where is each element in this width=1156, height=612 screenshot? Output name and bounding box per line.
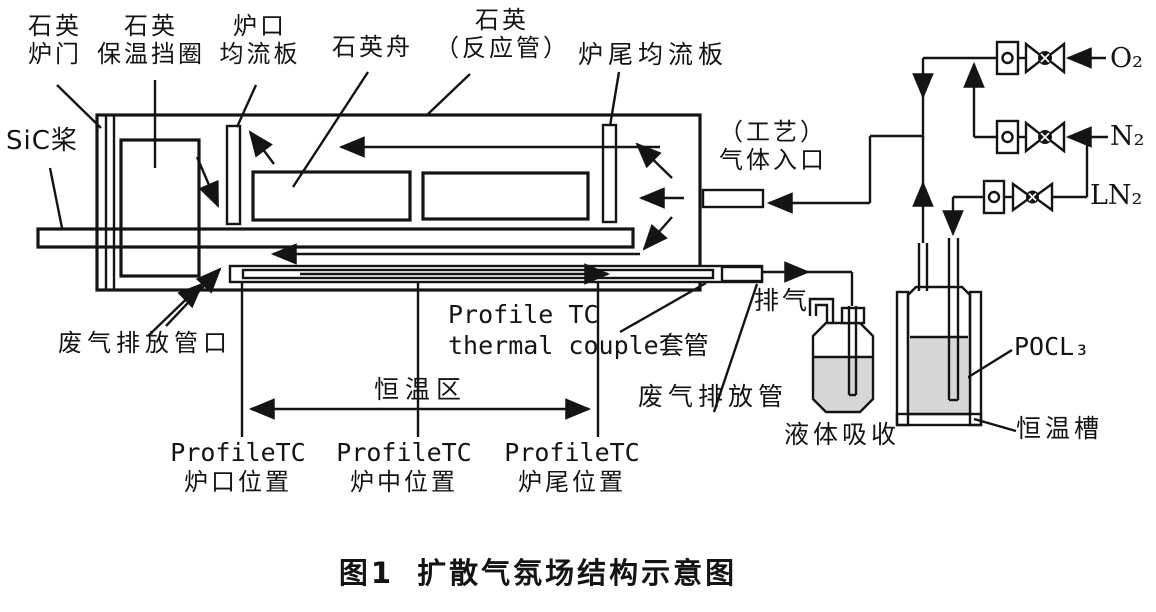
quartz-boat-2 <box>421 171 590 221</box>
label-gas-o2: O₂ <box>1110 43 1143 74</box>
label-gas-ln2: LN₂ <box>1090 180 1143 211</box>
label-constant-temp-zone: 恒温区 <box>374 375 468 404</box>
label-tc-position-middle: ProfileTC 炉中位置 <box>336 438 472 496</box>
n2-flowmeter <box>995 119 1020 155</box>
quartz-boat-1 <box>251 170 412 222</box>
label-liquid-absorption: 液体吸收 <box>784 420 901 449</box>
label-quartz-door: 石英 炉门 <box>28 12 82 69</box>
label-insulation-ring: 石英 保温挡圈 <box>97 12 205 69</box>
label-pocl3: POCL₃ <box>1014 332 1090 361</box>
label-exhaust-port: 废气排放管口 <box>58 329 232 357</box>
sic-paddle-bar <box>36 227 635 249</box>
absorption-bottle <box>808 297 875 414</box>
tc-position-lines <box>240 282 600 437</box>
label-tc-position-tail: ProfileTC 炉尾位置 <box>504 438 640 496</box>
label-reaction-tube: 石英 （反应管） <box>435 6 570 63</box>
pocl3-bottle <box>906 238 972 416</box>
label-mouth-baffle: 炉口 均流板 <box>219 12 301 69</box>
reaction-tube-outline <box>95 113 702 292</box>
pointer-lines <box>48 71 1017 433</box>
pocl3-liquid <box>910 337 968 413</box>
n2-supply-line <box>963 61 1108 197</box>
ln2-valve <box>1011 181 1054 213</box>
manifold-piping <box>766 58 934 243</box>
label-sic-paddle: SiC桨 <box>6 126 78 156</box>
quartz-door <box>104 115 116 290</box>
gas-inlet-stub <box>701 188 765 209</box>
insulation-ring <box>119 138 201 278</box>
gas-flow-arrows <box>195 130 684 265</box>
bottle-cap <box>840 306 866 325</box>
label-waste-pipe: 废气排放管 <box>638 382 789 411</box>
label-tail-baffle: 炉尾均流板 <box>578 40 729 69</box>
label-quartz-boat: 石英舟 <box>332 33 413 61</box>
label-gas-inlet: （工艺） 气体入口 <box>719 118 827 175</box>
o2-supply-line <box>923 40 1106 76</box>
label-thermostat-bath: 恒温槽 <box>1016 414 1104 443</box>
label-gas-n2: N₂ <box>1110 121 1145 152</box>
absorption-liquid <box>813 357 873 412</box>
tail-flow-plate <box>601 123 618 224</box>
figure-caption: 图1 扩散气氛场结构示意图 <box>338 556 738 590</box>
o2-flowmeter <box>995 40 1020 76</box>
label-tc-sheath: Profile TC thermal couple套管 <box>448 300 709 361</box>
o2-valve <box>1024 41 1066 75</box>
ln2-carrier-line <box>942 179 1087 237</box>
n2-valve <box>1024 120 1066 154</box>
exhaust-line <box>762 261 854 306</box>
vent-tube <box>808 297 835 323</box>
tc-sheath-tube <box>228 263 764 285</box>
ln2-flowmeter <box>982 179 1006 215</box>
mouth-flow-plate <box>225 124 242 226</box>
label-exhaust-vent: 排气 <box>754 286 811 315</box>
label-tc-position-mouth: ProfileTC 炉口位置 <box>170 438 306 496</box>
